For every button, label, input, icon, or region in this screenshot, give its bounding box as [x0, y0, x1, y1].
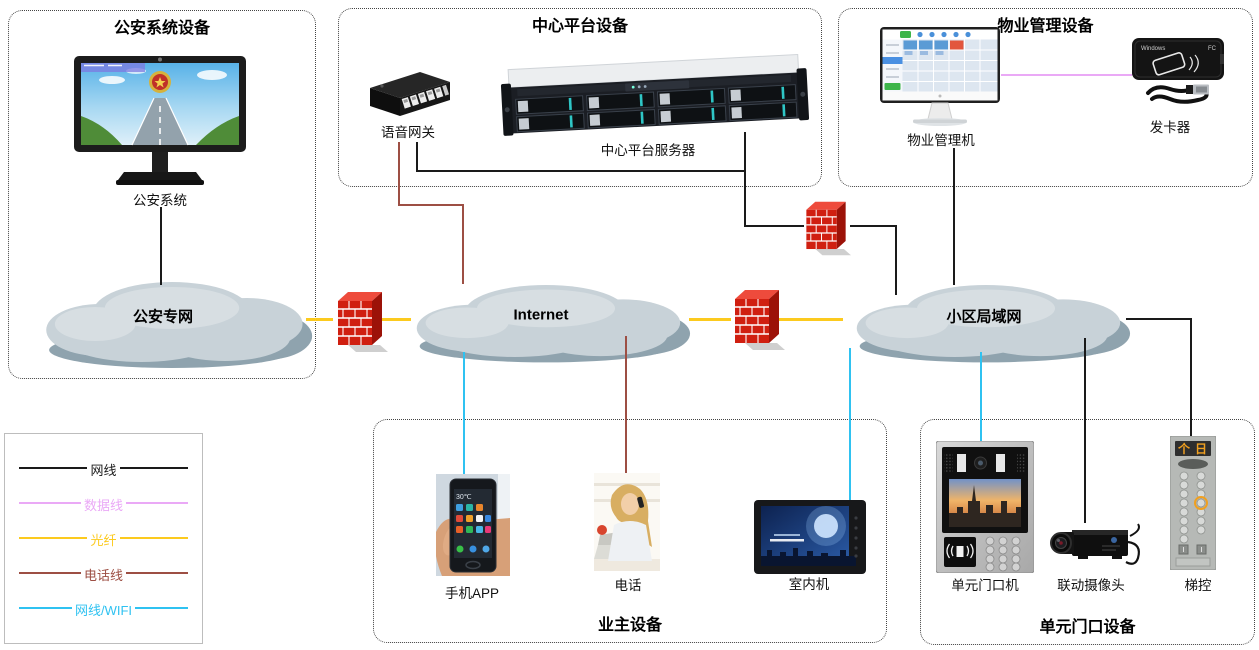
cloud-police-net-label: 公安专网 — [132, 308, 194, 326]
legend: 网线 数据线 光纤 电话线 网线/WIFI — [4, 433, 203, 644]
line-property-to-lan — [953, 148, 955, 285]
line-wifi-lan-doorstation — [980, 352, 982, 443]
line-phone-gateway-down — [398, 142, 400, 206]
door-station-label: 单元门口机 — [951, 578, 1019, 593]
card-issuer-label: 发卡器 — [1149, 120, 1191, 135]
line-fiber-internet-fw2 — [689, 318, 731, 321]
voice-gateway-icon — [370, 72, 450, 116]
center-server-icon — [500, 53, 810, 136]
line-server-to-fw3 — [744, 225, 804, 227]
group-title: 公安系统设备 — [113, 20, 210, 37]
line-fw3-to-lan — [850, 225, 897, 227]
legend-label-text: 网线 — [87, 463, 120, 478]
door-station-icon — [936, 441, 1034, 573]
legend-label-text: 数据线 — [80, 498, 126, 513]
elevator-control-label: 梯控 — [1184, 578, 1212, 593]
line-lan-elevator-h — [1126, 318, 1192, 320]
line-fiber-fw2-lan — [779, 318, 843, 321]
group-unit-entrance: 单元门口设备 — [920, 419, 1255, 645]
line-wifi-internet-mobileapp — [463, 352, 465, 474]
legend-label-text: 网线/WIFI — [71, 603, 136, 618]
line-fiber-policenet-fw1 — [306, 318, 333, 321]
group-title: 中心平台设备 — [531, 18, 628, 35]
phone-temp-text: 30℃ — [456, 494, 472, 501]
line-gateway-net-to-server — [416, 170, 746, 172]
line-phone-gateway-to-internet — [462, 204, 464, 284]
group-title: 单元门口设备 — [1039, 619, 1136, 636]
center-server-label: 中心平台服务器 — [600, 143, 696, 158]
line-wifi-lan-indoorunit — [849, 348, 851, 502]
elevator-display-up: 个 — [1177, 441, 1191, 456]
property-manager-icon — [880, 27, 1000, 126]
firewall-icon — [805, 201, 851, 256]
property-manager-label: 物业管理机 — [907, 133, 975, 148]
line-lan-elevator-v — [1190, 318, 1192, 438]
cloud-community-lan-label: 小区局域网 — [946, 308, 1022, 326]
voice-gateway-label: 语音网关 — [381, 125, 435, 140]
line-police-to-cloud — [160, 207, 162, 285]
group-title: 业主设备 — [597, 617, 662, 634]
firewall-icon — [734, 289, 785, 351]
linked-camera-label: 联动摄像头 — [1057, 578, 1125, 593]
line-lan-camera — [1084, 338, 1086, 523]
cloud-internet-label: Internet — [513, 306, 569, 324]
legend-label-fiber: 光纤 — [5, 530, 202, 549]
firewall-icon — [337, 291, 388, 353]
card-issuer-icon: Windows FC — [1132, 38, 1224, 104]
group-owner-devices: 业主设备 — [373, 419, 887, 643]
legend-label-net: 网线 — [5, 460, 202, 479]
group-police-system: 公安系统设备 — [8, 10, 316, 379]
card-issuer-mark-left: Windows — [1141, 46, 1165, 52]
line-gateway-net-down — [416, 142, 418, 172]
indoor-unit-label: 室内机 — [788, 577, 830, 592]
line-server-down — [744, 132, 746, 227]
legend-label-wifi: 网线/WIFI — [5, 600, 202, 619]
indoor-unit-icon — [754, 500, 866, 574]
group-title: 物业管理设备 — [997, 18, 1094, 35]
legend-label-text: 电话线 — [80, 568, 126, 583]
police-system-label: 公安系统 — [133, 193, 187, 208]
elevator-control-icon: 个 日 — [1170, 436, 1216, 570]
line-phone-internet-telephone — [625, 336, 627, 474]
elevator-display-floor: 日 — [1195, 442, 1207, 456]
legend-label-text: 光纤 — [87, 533, 120, 548]
telephone-icon — [594, 473, 660, 571]
mobile-app-label: 手机APP — [444, 586, 500, 601]
group-property-management: 物业管理设备 — [838, 8, 1253, 187]
police-system-monitor-icon — [74, 56, 246, 185]
mobile-app-icon: 30℃ — [436, 474, 510, 576]
linked-camera-icon — [1050, 523, 1140, 565]
line-fw3-to-lan-down — [895, 225, 897, 295]
legend-label-data: 数据线 — [5, 495, 202, 514]
legend-label-phone: 电话线 — [5, 565, 202, 584]
line-data-property-cardissuer — [1001, 74, 1132, 76]
group-center-platform: 中心平台设备 — [338, 8, 822, 187]
line-fiber-fw1-internet — [381, 318, 411, 321]
telephone-label: 电话 — [614, 578, 642, 593]
card-issuer-mark-right: FC — [1208, 46, 1217, 52]
line-phone-gateway-elbow — [398, 204, 464, 206]
